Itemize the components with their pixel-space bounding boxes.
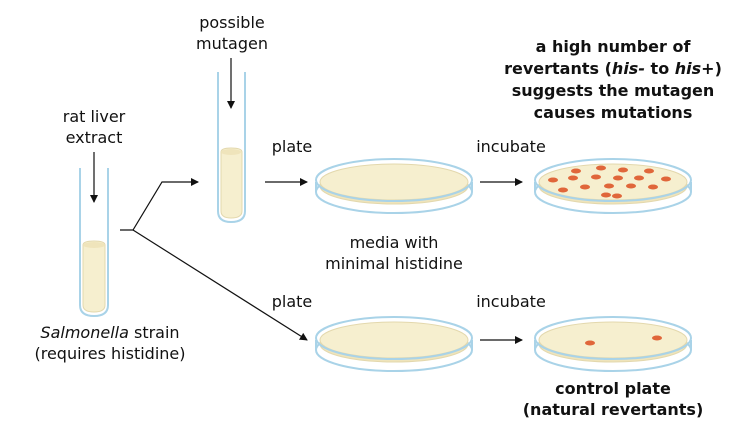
control-line2: (natural revertants) xyxy=(522,400,704,419)
colony xyxy=(558,187,568,193)
colony xyxy=(613,175,623,181)
strain-line1: Salmonella strain xyxy=(10,322,210,343)
plate-label-bottom: plate xyxy=(271,292,313,311)
colony xyxy=(612,193,622,199)
plate-label-top: plate xyxy=(271,137,313,156)
result-line1: a high number of xyxy=(535,37,691,56)
colony xyxy=(618,167,628,173)
control-plate-label: control plate (natural revertants) xyxy=(518,378,708,420)
his-plus: his+ xyxy=(674,59,715,78)
colony xyxy=(548,177,558,183)
possible-mutagen-line2: mutagen xyxy=(196,34,268,53)
rat-liver-line2: extract xyxy=(65,128,123,147)
incubate-label-top: incubate xyxy=(476,137,546,156)
colony xyxy=(580,184,590,190)
possible-mutagen-line1: possible xyxy=(199,13,265,32)
colony xyxy=(634,175,644,181)
result-line3: suggests the mutagen xyxy=(511,81,715,100)
colony xyxy=(591,174,601,180)
rat-liver-line1: rat liver xyxy=(62,107,126,126)
treated-plate-empty xyxy=(315,158,473,214)
salmonella-strain-label: Salmonella strain (requires histidine) xyxy=(10,322,210,364)
colony xyxy=(601,192,611,198)
colony xyxy=(604,183,614,189)
media-line1: media with xyxy=(349,233,439,252)
colony xyxy=(648,184,658,190)
salmonella-test-tube xyxy=(79,168,109,318)
branch-connector xyxy=(120,178,199,231)
media-label: media with minimal histidine xyxy=(309,232,479,274)
result-line4: causes mutations xyxy=(533,103,693,122)
incubate-label-bottom: incubate xyxy=(476,292,546,311)
colony xyxy=(571,168,581,174)
strain-requirement: (requires histidine) xyxy=(34,344,186,363)
media-line2: minimal histidine xyxy=(325,254,463,273)
control-plate-incubated xyxy=(534,316,692,372)
colony xyxy=(652,335,662,341)
his-minus: his- xyxy=(611,59,645,78)
rat-liver-label: rat liver extract xyxy=(44,106,144,148)
control-plate-empty xyxy=(315,316,473,372)
result-label: a high number of revertants (his- to his… xyxy=(500,36,726,124)
colony xyxy=(585,340,595,346)
strain-name: Salmonella xyxy=(40,323,129,342)
colony xyxy=(644,168,654,174)
control-branch-arrow xyxy=(132,229,308,341)
treated-plate-incubated xyxy=(534,158,692,214)
mutagen-test-tube xyxy=(217,72,246,224)
strain-word: strain xyxy=(128,323,180,342)
colony xyxy=(596,165,606,171)
colony xyxy=(626,183,636,189)
colony-cluster xyxy=(548,165,671,199)
control-line1: control plate xyxy=(555,379,671,398)
colony xyxy=(661,176,671,182)
possible-mutagen-label: possible mutagen xyxy=(182,12,282,54)
colony xyxy=(568,175,578,181)
result-line2: revertants (his- to his+) xyxy=(504,59,722,78)
